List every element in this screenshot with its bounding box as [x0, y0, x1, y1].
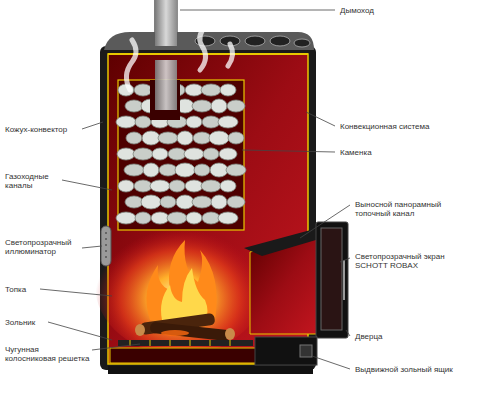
part-label: Чугунная колосниковая решетка: [5, 345, 90, 363]
stone: [141, 195, 161, 209]
chimney-inner: [155, 60, 177, 110]
stone: [211, 195, 227, 209]
top-vents: [195, 36, 310, 47]
stone: [227, 100, 245, 112]
stone: [218, 116, 238, 128]
stone: [220, 84, 236, 96]
stone: [184, 148, 204, 160]
flames: [146, 240, 216, 320]
door-handle: [343, 260, 345, 300]
part-label: Выдвижной зольный ящик: [355, 365, 470, 374]
stone: [175, 163, 195, 177]
drawer-handle: [300, 345, 312, 357]
leader-lines: [40, 10, 350, 369]
stone: [158, 132, 178, 144]
stone: [118, 180, 134, 192]
stone: [210, 163, 228, 177]
stone: [186, 116, 202, 128]
stone: [168, 148, 186, 160]
door: [316, 222, 348, 338]
stone: [126, 132, 142, 144]
stone: [134, 84, 152, 96]
part-label: Каменка: [340, 148, 460, 157]
stone: [117, 148, 135, 160]
stone: [227, 196, 245, 208]
stone: [193, 132, 211, 144]
stone: [218, 212, 238, 224]
part-label: Газоходные каналы: [5, 172, 65, 190]
stone: [220, 180, 236, 192]
stone: [192, 100, 212, 112]
stone: [176, 195, 194, 209]
stone: [192, 196, 212, 208]
part-label: Топка: [5, 285, 65, 294]
stone: [211, 99, 227, 113]
part-label: Зольник: [5, 318, 65, 327]
stone: [228, 132, 244, 144]
stone: [201, 84, 221, 96]
stone: [169, 180, 185, 192]
stone: [177, 131, 193, 145]
stone: [201, 180, 221, 192]
part-label: Дымоход: [340, 6, 460, 15]
stone: [219, 148, 237, 160]
door-glass: [321, 228, 342, 330]
logs: [135, 313, 235, 341]
stone: [133, 148, 153, 160]
stone: [116, 116, 136, 128]
stone: [143, 163, 159, 177]
stone: [185, 84, 203, 96]
stone: [124, 164, 144, 176]
stone: [226, 164, 246, 176]
part-label: Выносной панорамный топочный канал: [355, 200, 470, 218]
stone: [125, 100, 143, 112]
stone: [159, 164, 177, 176]
stone: [135, 116, 151, 128]
stone: [134, 180, 152, 192]
stone: [194, 164, 210, 176]
chimney-top: [155, 0, 177, 46]
stone: [125, 196, 143, 208]
stone: [152, 148, 168, 160]
stone: [116, 212, 136, 224]
part-label: Светопрозрачный иллюминатор: [5, 238, 85, 256]
ash-drawer: [255, 337, 317, 365]
grate: [118, 340, 253, 346]
stone: [150, 180, 170, 192]
stone: [209, 131, 229, 145]
stone-basket: [118, 80, 244, 230]
stone: [203, 148, 219, 160]
stone: [202, 116, 220, 128]
stones: [116, 84, 246, 224]
stone: [185, 180, 203, 192]
part-label: Дверца: [355, 332, 470, 341]
part-label: Светопрозрачный экран SCHOTT ROBAX: [355, 252, 470, 270]
grate-bars: [130, 340, 230, 346]
stone: [160, 196, 176, 208]
part-label: Кожух-конвектор: [5, 125, 85, 134]
base: [108, 366, 313, 374]
fire-glow: [95, 215, 265, 355]
stone: [142, 131, 160, 145]
part-label: Конвекционная система: [340, 122, 470, 131]
